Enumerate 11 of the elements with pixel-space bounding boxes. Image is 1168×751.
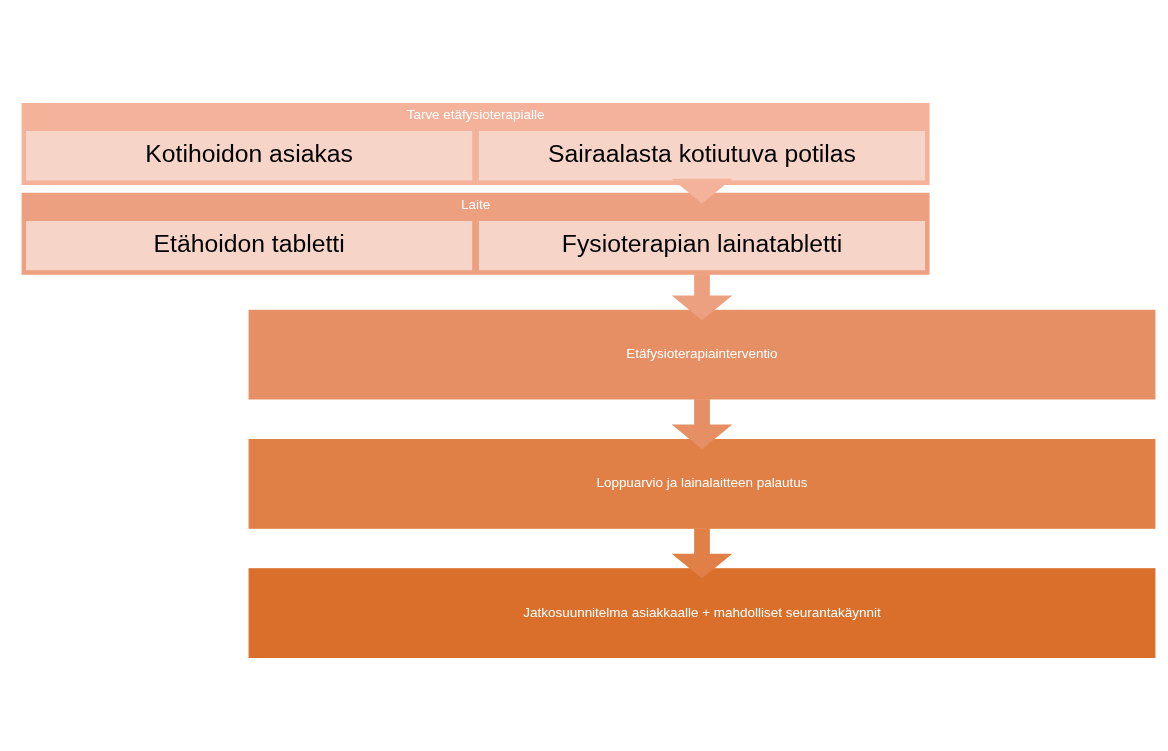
node-box: Etähoidon tabletti: [26, 220, 473, 270]
node-box: Jatkosuunnitelma asiakkaalle + mahdolliset seurantakäynnit: [248, 567, 1156, 658]
arrow: [671, 273, 733, 320]
node-box: Kotihoidon asiakas: [26, 130, 473, 180]
node-box: Etäfysioterapiainterventio: [248, 309, 1156, 400]
arrow: [671, 178, 733, 204]
node-box: Loppuarvio ja lainalaitteen palautus: [248, 438, 1156, 529]
arrow: [671, 398, 733, 449]
arrow: [671, 527, 733, 579]
node-box: Fysioterapian lainatabletti: [478, 220, 926, 270]
node-box: Sairaalasta kotiutuva potilas: [478, 130, 926, 180]
